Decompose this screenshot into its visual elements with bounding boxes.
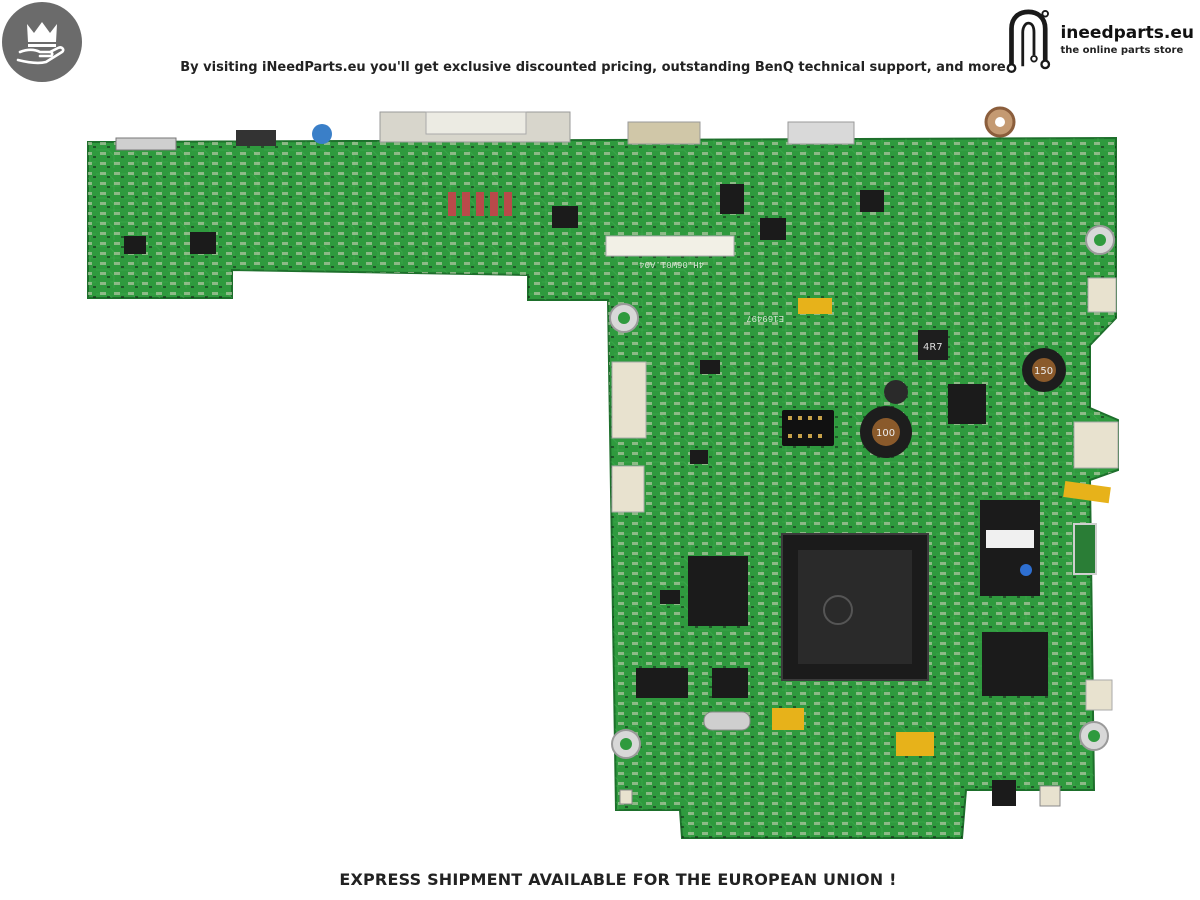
side-connector-1 — [611, 361, 647, 439]
silkscreen-part-number: 4H.06W01.A04 — [639, 259, 704, 269]
ineedparts-logo[interactable]: ineedparts.eu the online parts store — [1004, 4, 1194, 76]
inductor-label-150: 150 — [1034, 366, 1053, 377]
logo-name: ineedparts.eu — [1060, 22, 1194, 43]
blue-potentiometer — [312, 124, 332, 144]
right-connector-2 — [1073, 421, 1119, 469]
silkscreen-ul-code: E169497 — [746, 313, 784, 323]
right-connector-3 — [1085, 679, 1113, 711]
crystal-oscillator — [703, 711, 751, 731]
crown-hand-badge — [2, 2, 82, 82]
right-connector-1 — [1087, 277, 1117, 313]
controller-chip — [982, 632, 1048, 696]
promo-tagline: By visiting iNeedParts.eu you'll get exc… — [180, 60, 1006, 75]
circuit-n-icon — [1006, 9, 1051, 74]
power-jack — [115, 137, 177, 151]
inductor-label-4r7: 4R7 — [923, 342, 943, 353]
vga-connector-1 — [627, 121, 701, 145]
inductor-label-100: 100 — [876, 428, 895, 439]
crown-hand-icon — [16, 22, 65, 65]
side-connector-2 — [611, 465, 645, 513]
logo-subtitle: the online parts store — [1060, 44, 1184, 56]
black-jack — [236, 130, 276, 146]
shipping-banner: EXPRESS SHIPMENT AVAILABLE FOR THE EUROP… — [339, 870, 897, 889]
vga-connector-2 — [787, 121, 855, 145]
memory-chip — [688, 556, 748, 626]
